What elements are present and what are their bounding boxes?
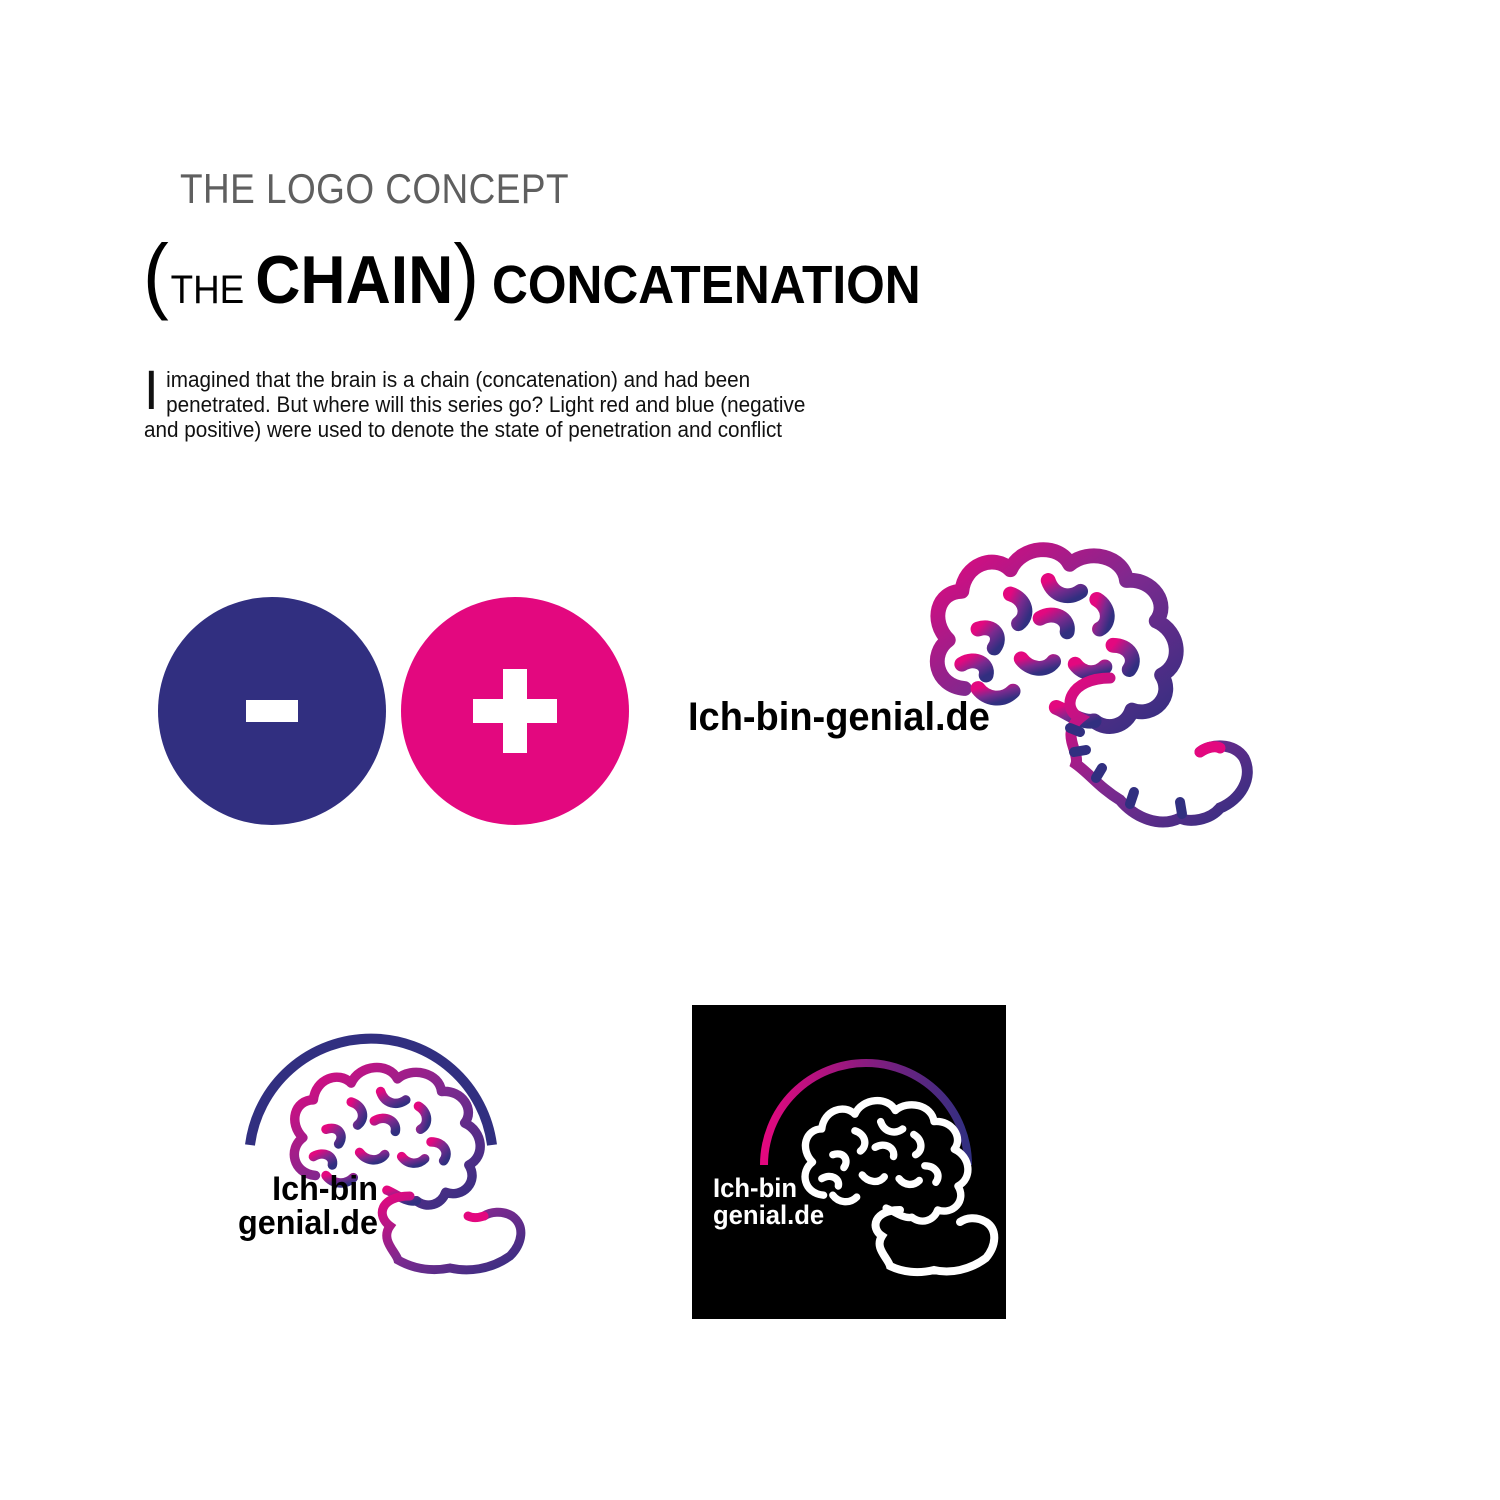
title-the: THE — [170, 268, 245, 312]
logo-primary-text: Ich-bin-genial.de — [688, 695, 990, 739]
plus-icon — [473, 669, 557, 753]
drop-cap: I — [144, 358, 159, 421]
logo-stacked-line1: Ich-bin — [272, 1170, 378, 1208]
logo-inverse-line1: Ich-bin — [713, 1173, 798, 1203]
negative-circle — [158, 597, 386, 825]
logo-inverse-line2: genial.de — [713, 1200, 825, 1230]
title-close-paren: ) — [453, 227, 480, 321]
description-text: imagined that the brain is a chain (conc… — [144, 367, 806, 442]
brain-chain-icon — [920, 538, 1253, 828]
arc-logo-icon — [245, 1033, 526, 1275]
minus-icon — [246, 700, 298, 722]
positive-circle — [401, 597, 629, 825]
title-open-paren: ( — [143, 227, 169, 321]
title-chain: CHAIN — [255, 242, 454, 318]
arc-logo-inverse-icon — [760, 1059, 999, 1277]
logo-inverse-text: Ich-bin genial.de — [713, 1175, 824, 1229]
logo-stacked-line2: genial.de — [237, 1204, 378, 1242]
concept-title: ( THE CHAIN ) CONCATENATION — [143, 232, 921, 316]
concept-description: I imagined that the brain is a chain (co… — [144, 358, 821, 443]
title-concatenation: CONCATENATION — [491, 255, 921, 315]
concept-kicker: THE LOGO CONCEPT — [180, 165, 570, 212]
logo-stacked-text: Ich-bin genial.de — [221, 1172, 378, 1240]
